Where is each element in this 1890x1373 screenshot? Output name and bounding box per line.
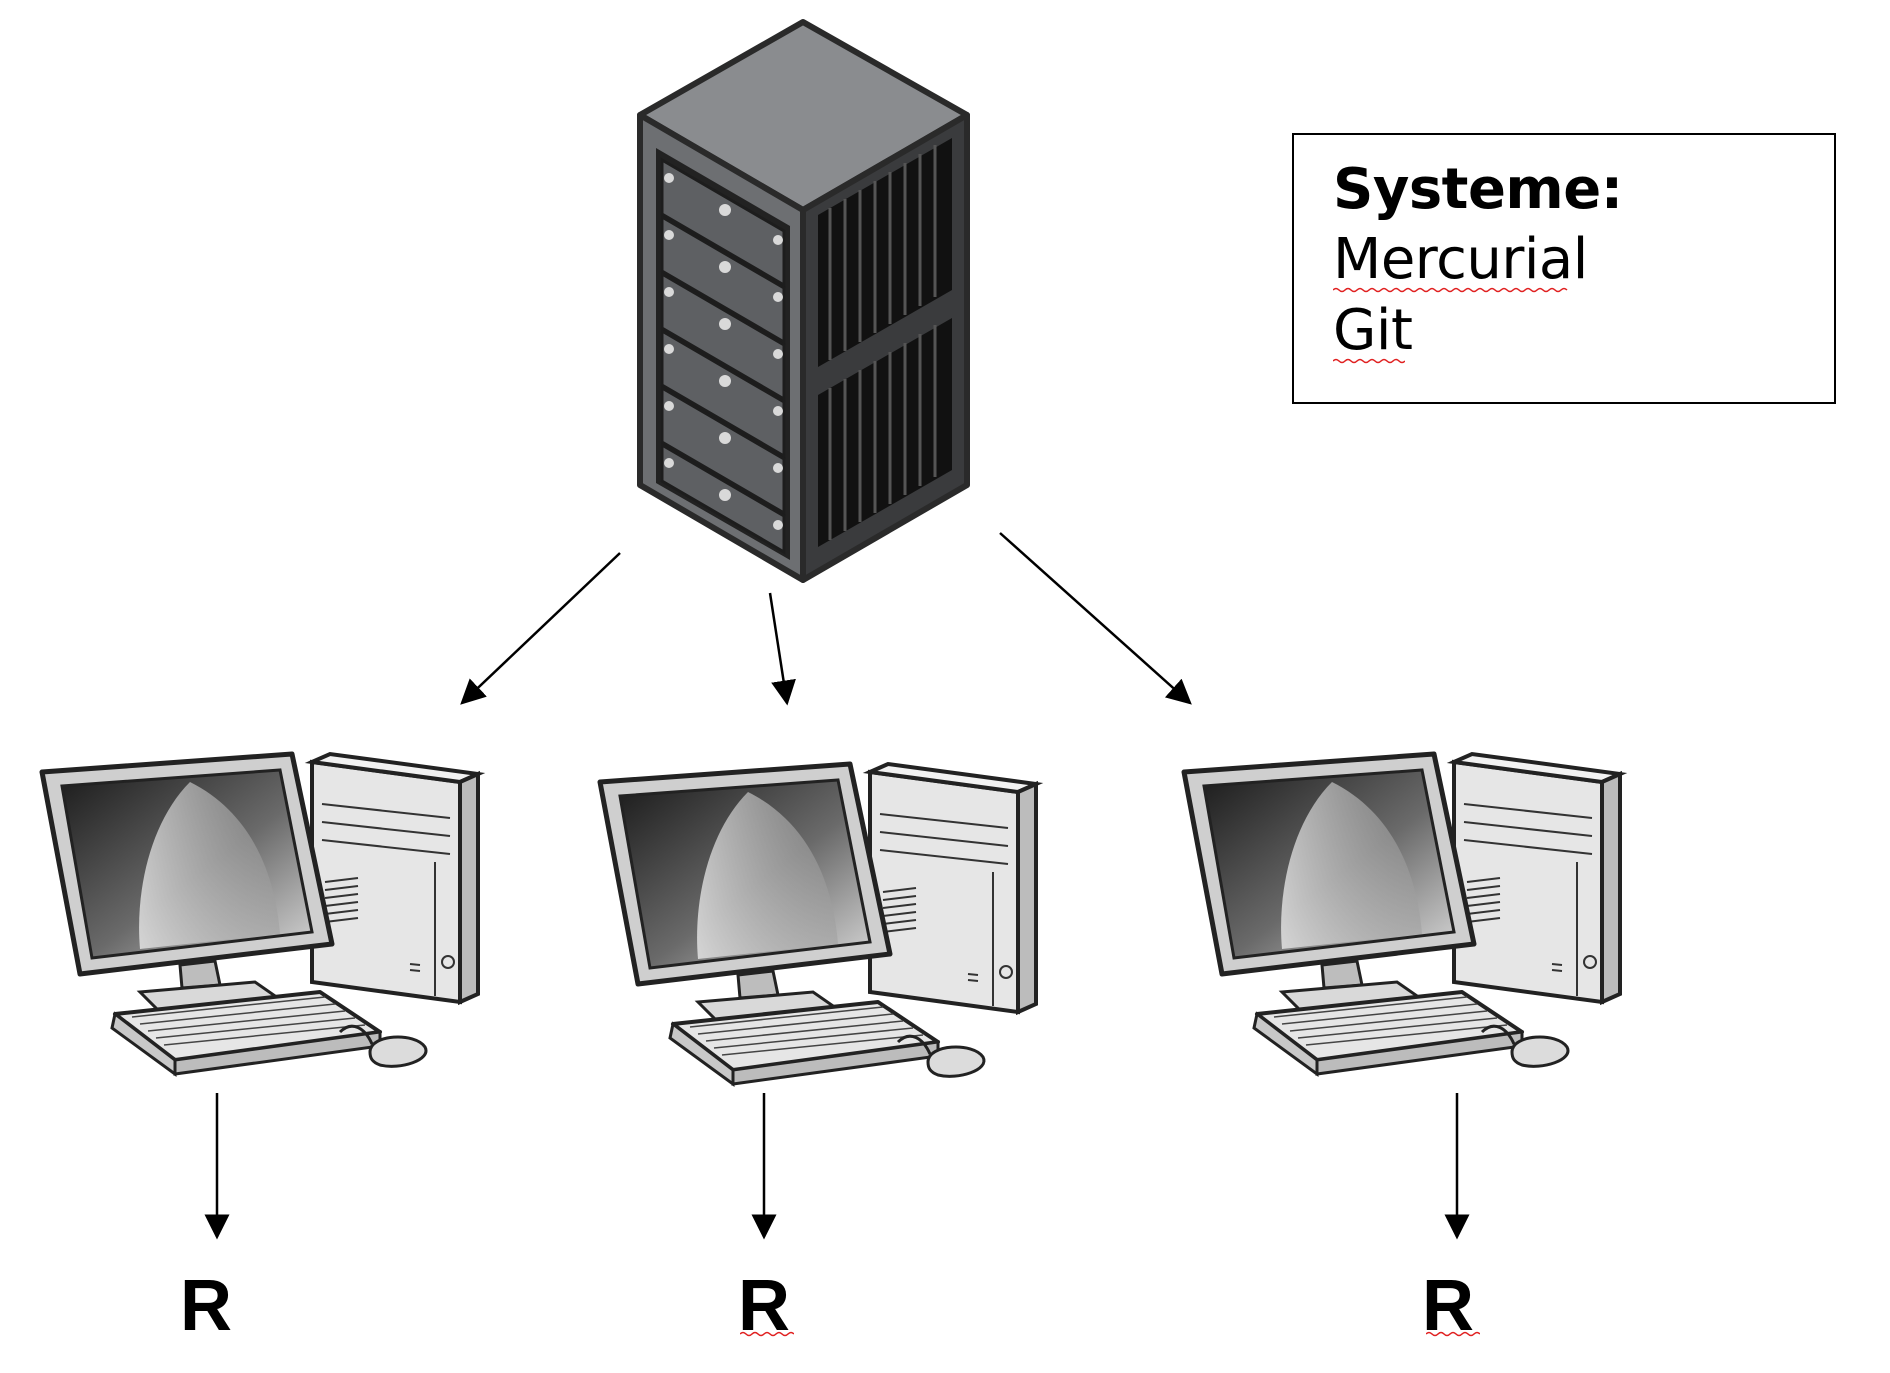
info-box-title: Systeme: <box>1333 157 1623 222</box>
desktop-computer-icon-3 <box>1184 754 1620 1074</box>
system-item-git: Git <box>1333 298 1413 363</box>
client-label-1: R <box>180 1266 232 1346</box>
spellcheck-underline <box>1333 358 1405 364</box>
client-label-3: R <box>1422 1266 1474 1346</box>
system-item-mercurial: Mercurial <box>1333 227 1588 292</box>
spellcheck-underline <box>1333 287 1568 293</box>
server-rack-icon <box>637 19 970 583</box>
arrow-server-to-client-1 <box>460 552 621 705</box>
arrow-server-to-client-3 <box>999 532 1192 705</box>
systems-info-box: Systeme: Mercurial Git <box>1292 133 1836 404</box>
desktop-computer-icon-2 <box>600 764 1036 1084</box>
desktop-computer-icon-1 <box>42 754 478 1074</box>
spellcheck-underline <box>740 1331 794 1337</box>
arrow-server-to-client-2 <box>768 592 796 706</box>
client-label-2: R <box>738 1266 790 1346</box>
spellcheck-underline <box>1426 1331 1480 1337</box>
